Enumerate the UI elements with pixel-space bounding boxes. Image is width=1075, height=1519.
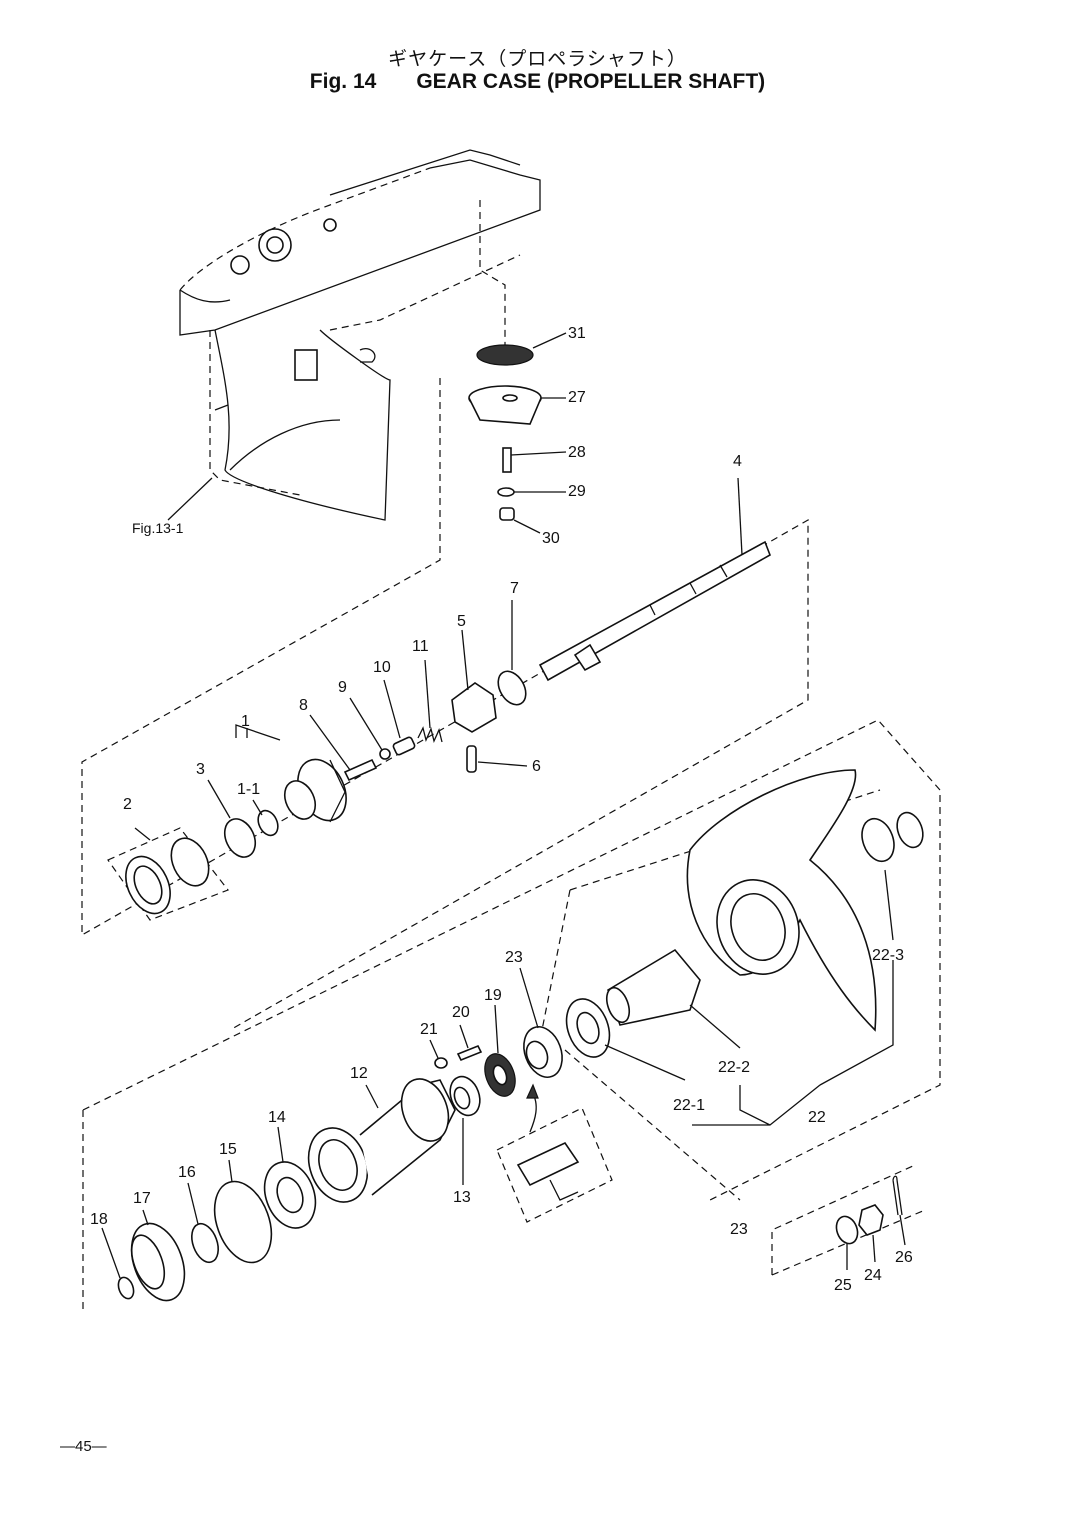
reference-fig13-1: Fig.13-1 [132,520,184,536]
callout-1-1: 1-1 [237,781,261,798]
part-9-ball [349,697,391,760]
callout-11: 11 [412,638,429,655]
callout-24: 24 [864,1267,882,1284]
part-25-washer [835,1215,859,1270]
part-7-ring [497,600,527,706]
callout-8: 8 [299,697,308,714]
callout-3: 3 [196,761,205,778]
callout-25: 25 [834,1277,852,1294]
part-11-spring [417,659,443,743]
part-1-1-bearing [252,799,279,837]
part-30-nut [499,507,541,534]
callout-20: 20 [452,1004,470,1021]
part-22-2-bushing [605,948,741,1049]
callout-6: 6 [532,758,541,775]
figure-title: GEAR CASE (PROPELLER SHAFT) [416,70,766,93]
part-1-forward-gear [235,724,347,823]
part-16-ring [187,1182,219,1264]
part-27-cap [468,385,566,425]
callout-5: 5 [457,613,466,630]
callout-17: 17 [133,1190,151,1207]
part-8-shifter [309,714,378,782]
gear-case-housing [179,149,541,521]
part-18-washer [101,1227,135,1300]
housing-leader [479,200,506,345]
title-japanese: ギヤケース（プロペラシャフト） [388,48,687,70]
callout-7: 7 [510,580,519,597]
callout-14: 14 [268,1109,286,1126]
part-29-washer [497,487,566,497]
callout-19: 19 [484,987,502,1004]
part-4-propeller-shaft [538,477,771,682]
part-2-bearing [107,827,229,921]
callout-29: 29 [568,483,586,500]
callout-22-2: 22-2 [718,1059,751,1076]
part-14-ball-bearing [263,1126,317,1229]
fig13-leader [167,477,213,521]
callout-1: 1 [241,713,250,730]
callout-31: 31 [568,325,586,342]
callout-23-seal: 23 [505,949,523,966]
part-22-3-spline-washer [861,811,924,941]
nut-group-box [771,1164,926,1276]
part-28-bolt [502,447,567,473]
callout-13: 13 [453,1189,471,1206]
part-22-1-thrust-washer [565,998,686,1081]
part-19-needle-bearing [484,1004,516,1097]
part-21-washer [429,1039,448,1069]
title-english-row: Fig. 14 GEAR CASE (PROPELLER SHAFT) [0,70,1075,94]
callout-28: 28 [568,444,586,461]
callout-26: 26 [895,1249,913,1266]
part-15-o-ring [213,1159,273,1264]
part-13-bearing [449,1075,481,1185]
part-23-oil-seal [519,967,563,1078]
part-10-plunger [383,679,416,756]
part-24-nut [858,1204,884,1263]
callout-30: 30 [542,530,560,547]
callout-22: 22 [808,1109,826,1126]
figure-number: Fig. 14 [309,70,377,93]
callout-21: 21 [420,1021,438,1038]
part-6-pin [466,745,528,773]
callout-2: 2 [123,796,132,813]
callout-18: 18 [90,1211,108,1228]
tool-detail [496,1083,613,1223]
callout-22-3: 22-3 [872,947,905,964]
callout-4: 4 [733,453,742,470]
part-12-shaft-housing [307,1078,456,1203]
part-20-bolt [456,1024,483,1062]
callout-16: 16 [178,1164,196,1181]
callout-15: 15 [219,1141,237,1158]
lower-group-box [82,719,941,1310]
callout-9: 9 [338,679,347,696]
callout-10: 10 [373,659,391,676]
part-22-bracket [692,960,894,1126]
part-5-clutch [451,629,497,733]
part-17-reverse-gear [130,1209,186,1302]
callout-27: 27 [568,389,586,406]
upper-group-box [81,378,809,1031]
part-3-ring [207,779,257,858]
callout-12: 12 [350,1065,368,1082]
propeller [686,769,877,1032]
page-number: —45— [60,1438,107,1455]
part-26-cotter-pin [892,1175,906,1246]
part-31-plate [476,332,567,366]
callout-22-1: 22-1 [673,1097,706,1114]
callout-23-group: 23 [730,1221,748,1238]
